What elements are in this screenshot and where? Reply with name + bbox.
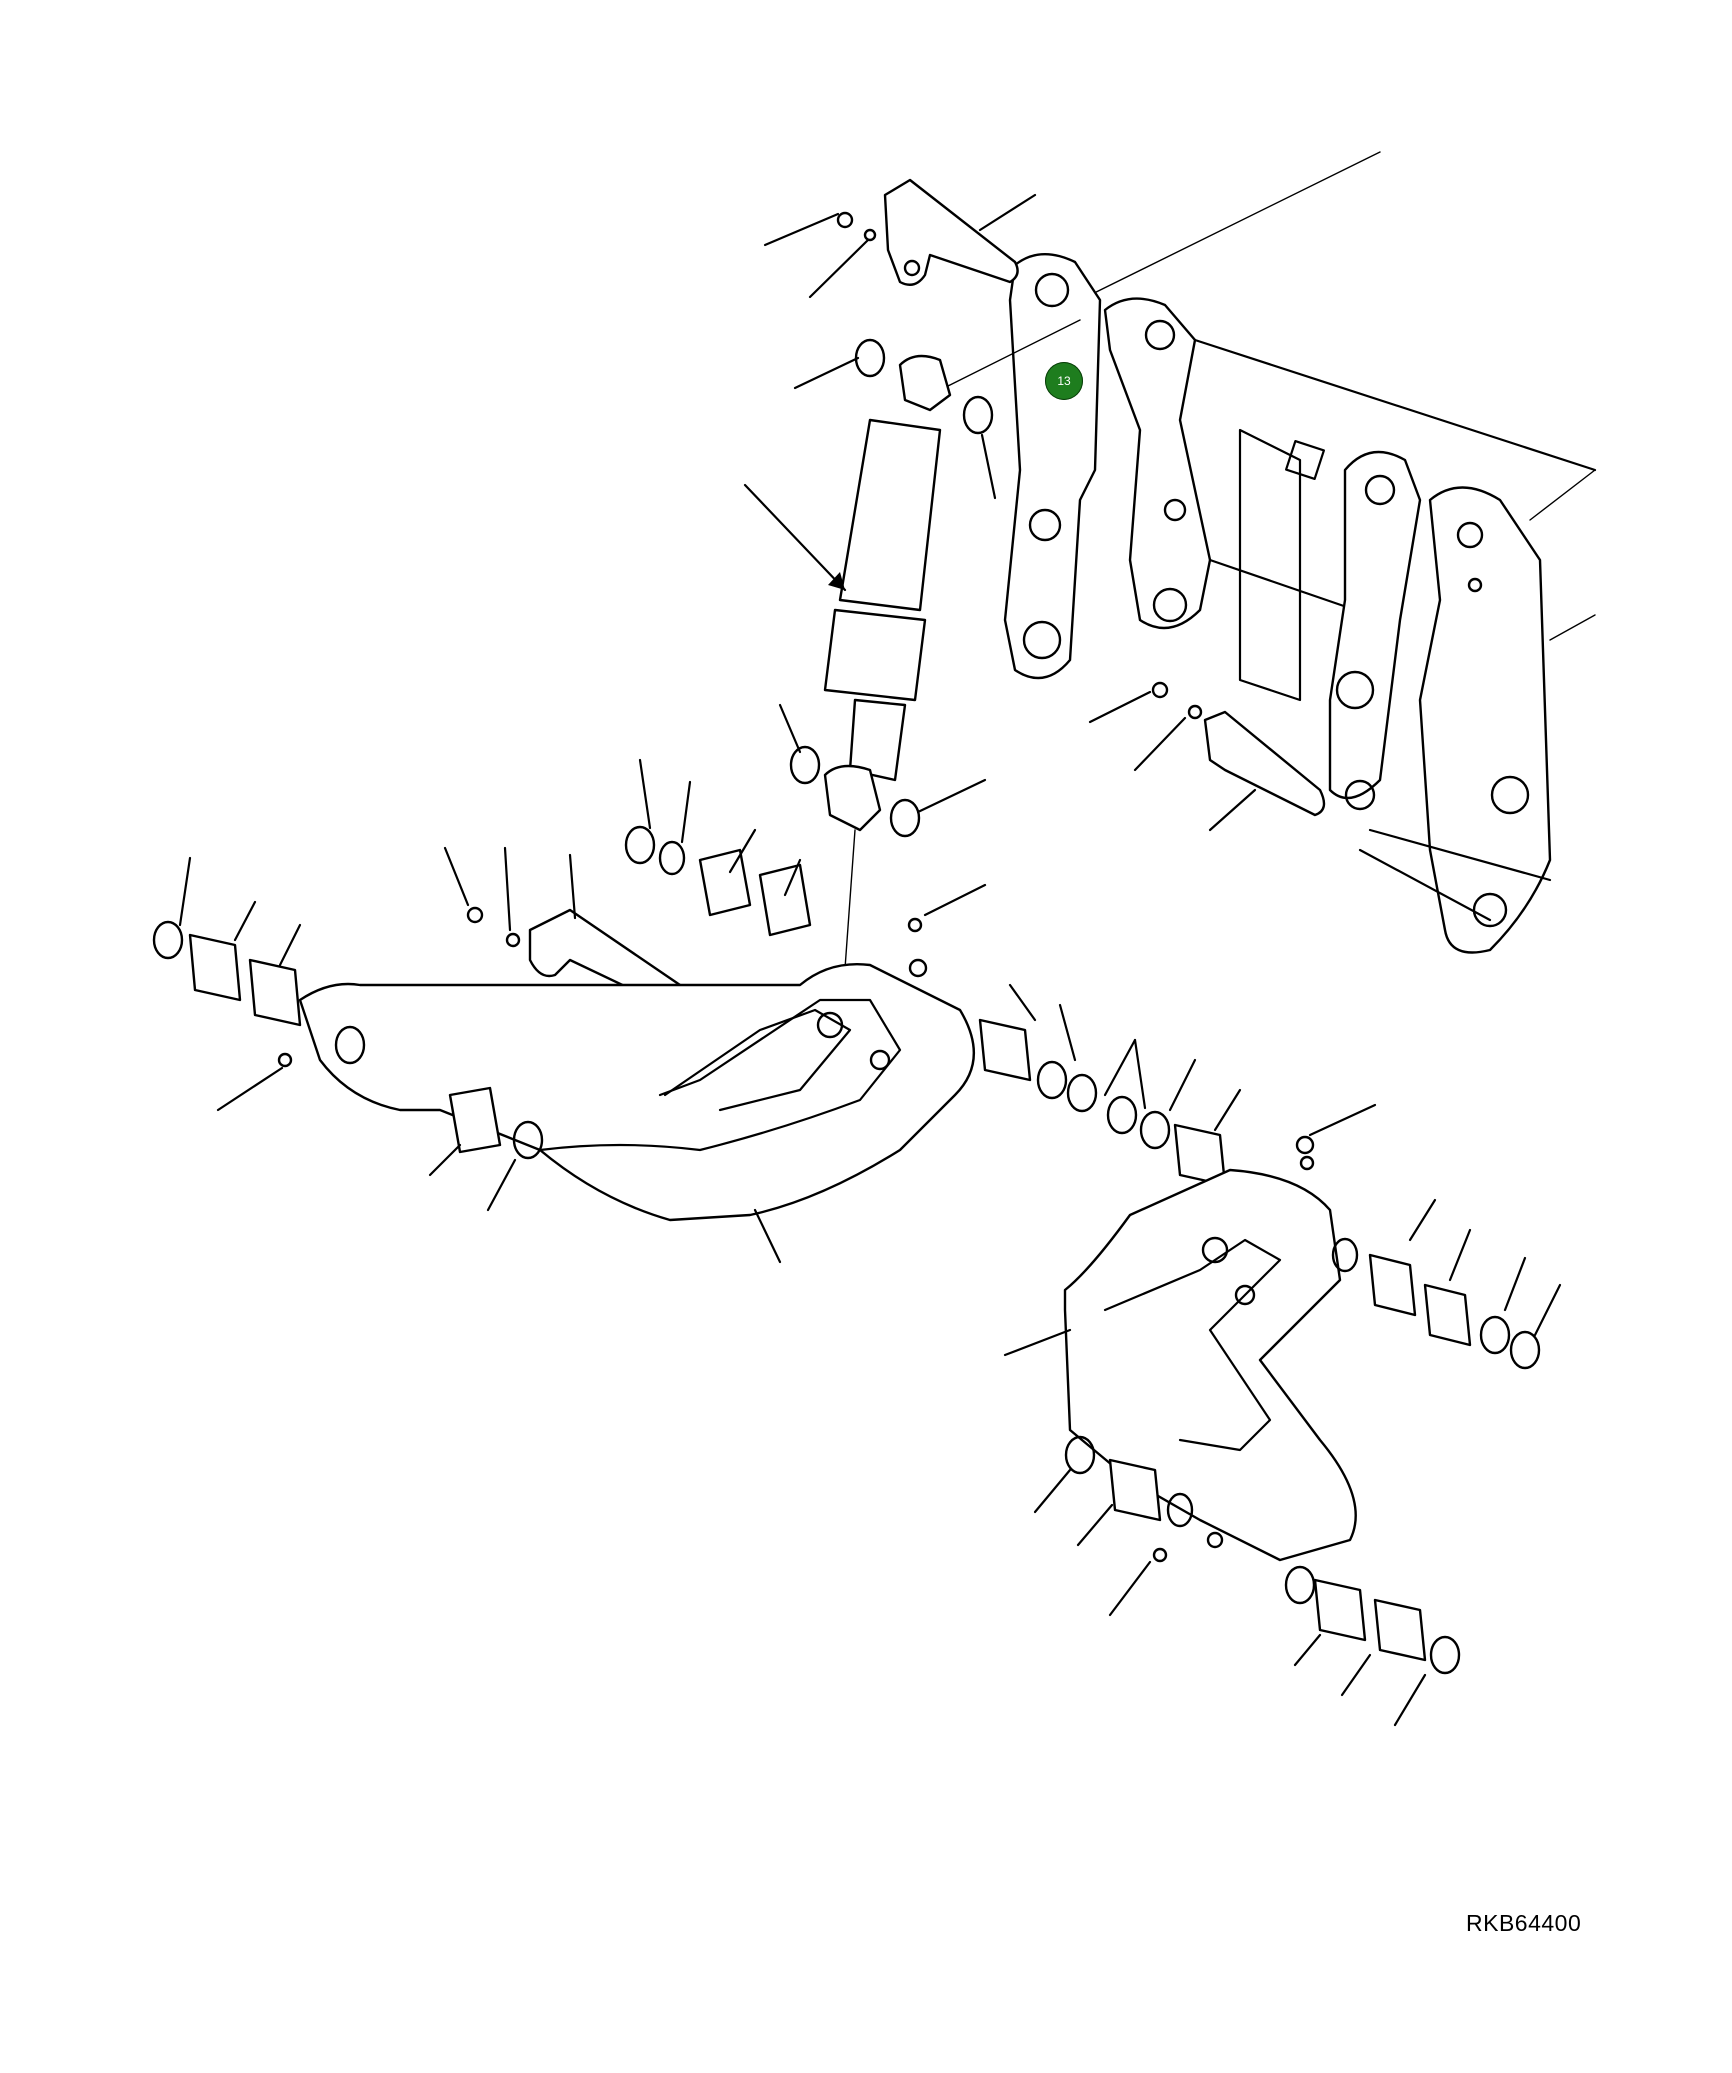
middle-bushings [978,983,1377,1187]
upper-left-bushings [443,758,812,1012]
shock-absorber [743,319,1081,1011]
drawing-code: RKB64400 [1466,1910,1582,1936]
upper-pin-assembly [763,178,1037,299]
frame-assembly [1003,151,1597,954]
callout-label: 13 [1057,374,1071,388]
upper-control-arm [152,856,987,1264]
lower-control-arm [1003,1155,1562,1727]
mid-pin-assembly [1088,681,1326,832]
callout-badge[interactable]: 13 [1045,362,1083,400]
